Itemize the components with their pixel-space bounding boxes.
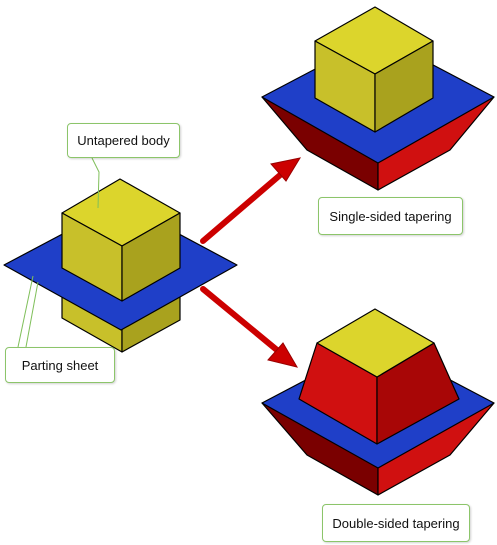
parting-sheet-callout: Parting sheet [5, 347, 115, 383]
double-sided-callout: Double-sided tapering [322, 504, 470, 542]
single-cube-right [374, 40, 434, 133]
parting-sheet-leader-line [17, 275, 34, 348]
single-sided-callout: Single-sided tapering [318, 197, 463, 235]
untapered-leader-line [91, 157, 100, 209]
untapered-body-label: Untapered body [77, 133, 170, 148]
cube-right-face [121, 212, 181, 302]
arrow-down-right-icon [200, 286, 299, 368]
arrow-up-right-icon [200, 157, 302, 244]
single-sided-figure [261, 6, 495, 191]
parting-sheet-leader-line-2 [25, 281, 39, 348]
untapered-body-callout: Untapered body [67, 123, 180, 158]
untapered-body-figure [3, 178, 238, 353]
single-sided-label: Single-sided tapering [329, 208, 452, 224]
double-sided-label: Double-sided tapering [332, 515, 460, 531]
double-sided-figure [261, 308, 495, 496]
parting-sheet-label: Parting sheet [21, 357, 99, 373]
double-upper-top-face [316, 308, 435, 378]
